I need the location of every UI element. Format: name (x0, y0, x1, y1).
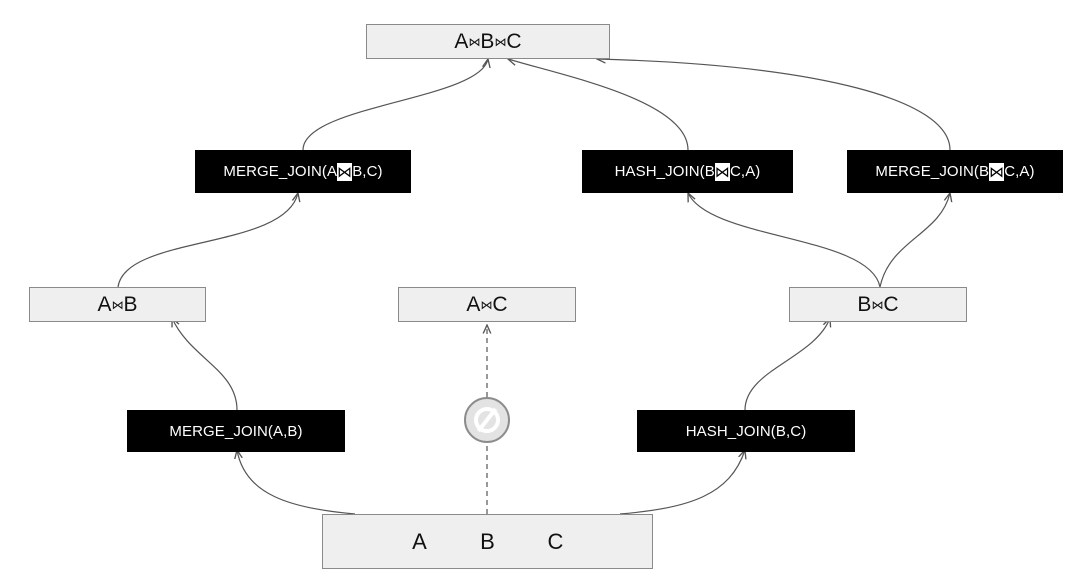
label-c: C (506, 29, 522, 53)
edge-bc-to-merge-join-bc-a (879, 193, 950, 288)
edge-hash-join-bc-a-to-top (508, 59, 689, 151)
label-b: B (857, 292, 872, 316)
label-a: A (412, 528, 427, 554)
join-symbol: ⋈ (468, 34, 481, 49)
join-symbol: ⋈ (871, 297, 884, 312)
node-merge-join-ab: MERGE_JOIN(A,B) (127, 410, 345, 452)
node-hash-join-bc: HASH_JOIN(B,C) (637, 410, 855, 452)
no-entry-ring (474, 407, 500, 433)
node-ab: A⋈B (29, 287, 206, 322)
node-abc: A⋈B⋈C (366, 24, 610, 59)
join-symbol: ⋈ (480, 297, 493, 312)
node-merge-join-ab-c: MERGE_JOIN(A⋈B,C) (195, 150, 411, 193)
label-c: C (492, 292, 508, 316)
edge-merge-join-ab-c-to-top (302, 59, 488, 151)
label-c: C (547, 528, 564, 554)
join-symbol-highlight: ⋈ (989, 162, 1005, 181)
label-a: A (466, 292, 481, 316)
edge-merge-join-bc-a-to-top (597, 59, 951, 151)
operator-text: HASH_JOIN(B,C) (685, 422, 807, 440)
operator-text: C,A) (730, 163, 761, 180)
operator-text: MERGE_JOIN(A (223, 163, 338, 180)
node-base-relations: A B C (322, 514, 653, 569)
node-ac: A⋈C (398, 287, 576, 322)
join-symbol: ⋈ (111, 297, 124, 312)
edge-base-to-merge-join-ab (237, 450, 356, 515)
edge-base-to-hash-join-bc (619, 450, 745, 515)
label-b: B (480, 528, 495, 554)
operator-text: HASH_JOIN(B (614, 163, 715, 180)
label-b: B (480, 29, 495, 53)
label-a: A (454, 29, 469, 53)
edge-bc-to-hash-join-bc-a (688, 193, 881, 288)
operator-text: MERGE_JOIN(A,B) (169, 422, 303, 440)
label-c: C (883, 292, 899, 316)
edge-hash-join-bc-to-bc (744, 318, 830, 411)
operator-text: C,A) (1004, 163, 1035, 180)
label-b: B (123, 292, 138, 316)
join-symbol: ⋈ (494, 34, 507, 49)
join-symbol-highlight: ⋈ (714, 162, 730, 181)
operator-text: B,C) (352, 163, 383, 180)
edge-merge-join-ab-to-ab (172, 318, 238, 411)
operator-text: MERGE_JOIN(B (875, 163, 990, 180)
node-hash-join-bc-a: HASH_JOIN(B⋈C,A) (582, 150, 793, 193)
node-bc: B⋈C (789, 287, 967, 322)
node-merge-join-bc-a: MERGE_JOIN(B⋈C,A) (847, 150, 1063, 193)
join-symbol-highlight: ⋈ (337, 162, 353, 181)
edge-ab-to-merge-join-ab-c (117, 193, 298, 288)
label-a: A (97, 292, 112, 316)
no-entry-icon (464, 397, 510, 443)
